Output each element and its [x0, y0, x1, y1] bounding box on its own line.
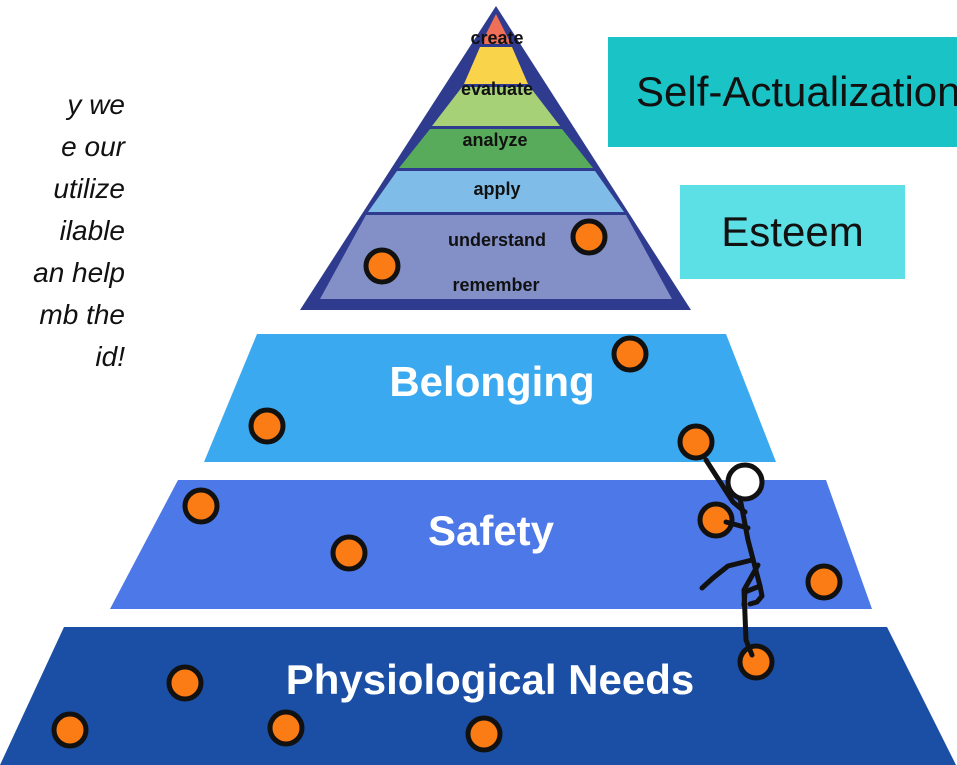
bloom-level-understand [368, 171, 624, 212]
handhold-icon [465, 715, 503, 753]
handholds [51, 218, 843, 753]
handhold-icon [267, 709, 305, 747]
caption-line: y we [67, 89, 125, 120]
handhold-icon [697, 501, 735, 539]
caption-line: utilize [53, 173, 125, 204]
handhold-icon [570, 218, 608, 256]
bloom-level-evaluate [464, 47, 528, 84]
handhold-icon [737, 643, 775, 681]
handhold-icon [330, 534, 368, 572]
tier-physiological [0, 627, 956, 765]
handhold-icon [166, 664, 204, 702]
caption-text: y we e our utilize ilable an help mb the… [33, 84, 125, 378]
self-actualization-box: Self-Actualization [608, 37, 957, 147]
handhold-icon [248, 407, 286, 445]
caption-line: id! [95, 341, 125, 372]
bloom-label-create: create [470, 28, 523, 48]
stick-figure-climber-icon [699, 457, 765, 658]
bloom-label-analyze: analyze [462, 130, 527, 150]
tier-label-physiological: Physiological Needs [286, 656, 694, 703]
tier-label-safety: Safety [428, 507, 555, 554]
self-actualization-label: Self-Actualization [636, 68, 957, 115]
caption-line: an help [33, 257, 125, 288]
tier-safety [110, 480, 872, 609]
handhold-icon [51, 711, 89, 749]
esteem-box: Esteem [680, 185, 905, 279]
bloom-label-understand: understand [448, 230, 546, 250]
bloom-level-create [481, 14, 511, 44]
bloom-label-apply: apply [473, 179, 520, 199]
bloom-level-apply [399, 129, 593, 168]
caption-line: e our [61, 131, 125, 162]
tier-label-belonging: Belonging [389, 358, 594, 405]
handhold-icon [677, 423, 715, 461]
handhold-icon [182, 487, 220, 525]
handhold-icon [611, 335, 649, 373]
bloom-label-evaluate: evaluate [461, 79, 533, 99]
handhold-icon [805, 563, 843, 601]
caption-line: ilable [59, 215, 125, 246]
esteem-label: Esteem [721, 208, 864, 255]
caption-line: mb the [39, 299, 125, 330]
handhold-icon [363, 247, 401, 285]
bloom-label-remember: remember [452, 275, 539, 295]
bloom-level-analyze [432, 87, 560, 126]
